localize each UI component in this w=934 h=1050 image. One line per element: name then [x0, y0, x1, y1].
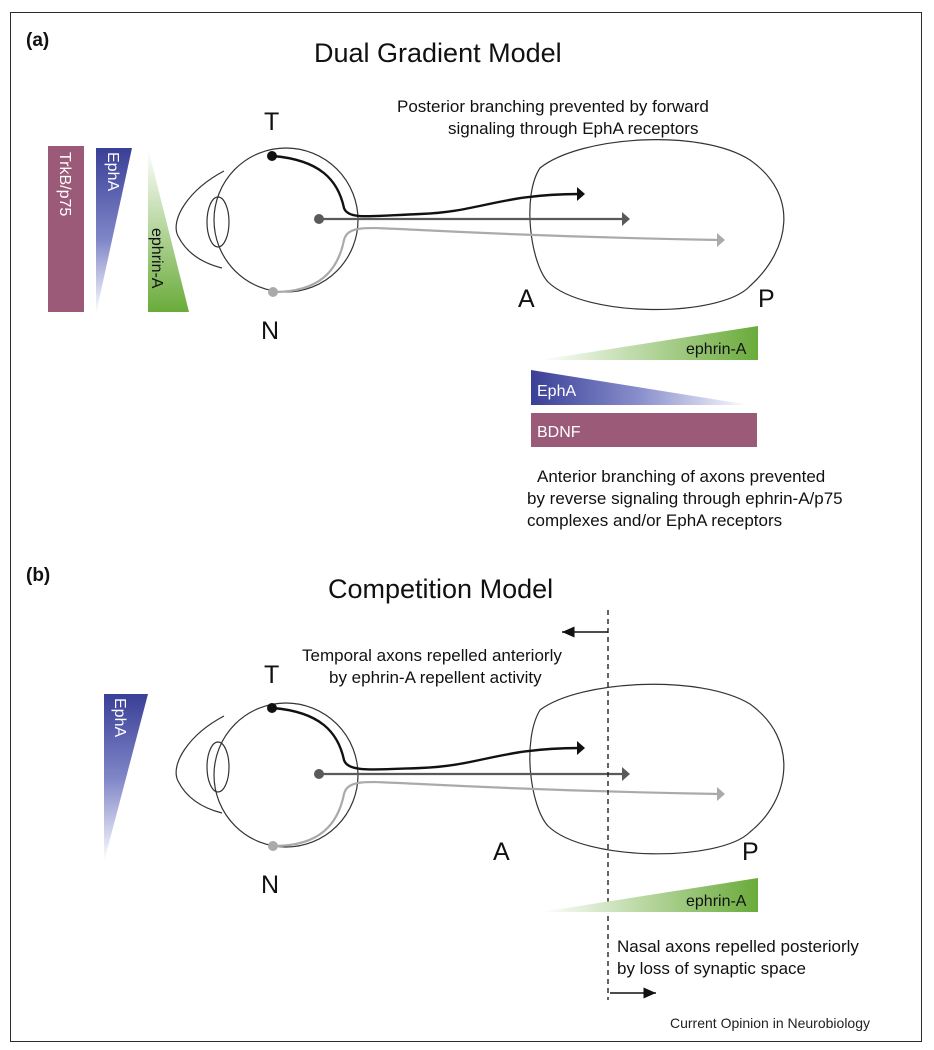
panel-b-title: Competition Model	[328, 574, 553, 604]
ephrin-a-tectum-label: ephrin-A	[686, 341, 747, 358]
panel-b-label: (b)	[26, 565, 50, 586]
temporal-axon-terminal	[577, 187, 585, 201]
panel-a-label: (a)	[26, 30, 49, 51]
temporal-letter-b: T	[264, 661, 279, 689]
eye-a: T N	[175, 108, 359, 345]
eye-b: T N	[175, 661, 359, 899]
tectum-gradients-a: ephrin-A EphA BDNF	[531, 326, 758, 447]
eye-lens-b	[206, 741, 230, 793]
nasal-caption-line1: Nasal axons repelled posteriorly	[617, 937, 859, 956]
tectum-a: A P	[518, 139, 785, 313]
temporal-caption-line2: by ephrin-A repellent activity	[329, 668, 542, 687]
bdnf-bar	[531, 413, 757, 447]
axons-b	[267, 703, 725, 851]
temporal-caption-line1: Temporal axons repelled anteriorly	[302, 646, 562, 665]
eye-lens-bulge	[175, 170, 225, 269]
nasal-caption-line2: by loss of synaptic space	[617, 959, 806, 978]
nasal-letter-b: N	[261, 871, 279, 899]
temporal-axon	[272, 154, 581, 218]
posterior-caption-line2: signaling through EphA receptors	[448, 119, 698, 138]
epha-gradient-triangle-b	[104, 694, 148, 862]
nasal-axon	[273, 226, 721, 294]
journal-credit: Current Opinion in Neurobiology	[670, 1015, 870, 1031]
epha-gradient-triangle	[96, 148, 132, 314]
eye-lens-bulge-b	[175, 715, 225, 814]
panel-b: (b) Competition Model EphA T N A P	[26, 565, 859, 1000]
nasal-axon-terminal-b	[717, 787, 725, 801]
posterior-caption: Posterior branching prevented by forward…	[397, 97, 709, 138]
eye-lens	[206, 196, 230, 248]
ephrin-a-gradient-label: ephrin-A	[148, 228, 165, 289]
epha-gradient-label-b: EphA	[111, 698, 128, 737]
middle-soma	[314, 214, 324, 224]
anterior-caption-line2: by reverse signaling through ephrin-A/p7…	[527, 489, 843, 508]
epha-tectum-gradient	[531, 370, 750, 405]
temporal-soma-b	[267, 703, 277, 713]
tectum-outline-b	[529, 683, 785, 855]
bdnf-label: BDNF	[537, 424, 581, 441]
retina-gradients-a: TrkB/p75 EphA ephrin-A	[48, 146, 189, 314]
temporal-axon-terminal-b	[577, 741, 585, 755]
anterior-caption: Anterior branching of axons prevented by…	[527, 467, 843, 530]
epha-tectum-label: EphA	[537, 383, 576, 400]
ephrin-a-tectum-gradient-b	[541, 878, 758, 912]
figure-frame	[10, 12, 922, 1042]
ephrin-a-tectum-gradient	[540, 326, 758, 360]
temporal-caption: Temporal axons repelled anteriorly by ep…	[302, 646, 562, 687]
anterior-letter-b: A	[493, 838, 510, 866]
temporal-soma	[267, 151, 277, 161]
anterior-caption-line1: Anterior branching of axons prevented	[537, 467, 825, 486]
ephrin-a-tectum-label-b: ephrin-A	[686, 893, 747, 910]
middle-axon-terminal	[622, 212, 630, 226]
axons-a	[267, 151, 725, 297]
posterior-caption-line1: Posterior branching prevented by forward	[397, 97, 709, 116]
anterior-letter-a: A	[518, 285, 535, 313]
nasal-letter-a: N	[261, 317, 279, 345]
middle-soma-b	[314, 769, 324, 779]
trkb-p75-bar	[48, 146, 84, 312]
tectum-outline	[529, 139, 785, 311]
temporal-axon-b	[272, 706, 581, 771]
posterior-letter-a: P	[758, 285, 775, 313]
trkb-p75-label: TrkB/p75	[56, 152, 73, 216]
middle-axon-terminal-b	[622, 767, 630, 781]
epha-gradient-label: EphA	[104, 152, 121, 191]
nasal-soma-b	[268, 841, 278, 851]
ephrin-a-gradient-triangle	[148, 148, 189, 312]
tectum-b: A P	[493, 683, 785, 866]
panel-a-title: Dual Gradient Model	[314, 38, 562, 68]
nasal-soma	[268, 287, 278, 297]
nasal-axon-b	[273, 780, 721, 848]
temporal-letter-a: T	[264, 108, 279, 136]
panel-a: (a) Dual Gradient Model TrkB/p75 EphA ep…	[26, 30, 843, 530]
anterior-caption-line3: complexes and/or EphA receptors	[527, 511, 782, 530]
nasal-axon-terminal	[717, 233, 725, 247]
nasal-caption: Nasal axons repelled posteriorly by loss…	[617, 937, 859, 978]
posterior-letter-b: P	[742, 838, 759, 866]
